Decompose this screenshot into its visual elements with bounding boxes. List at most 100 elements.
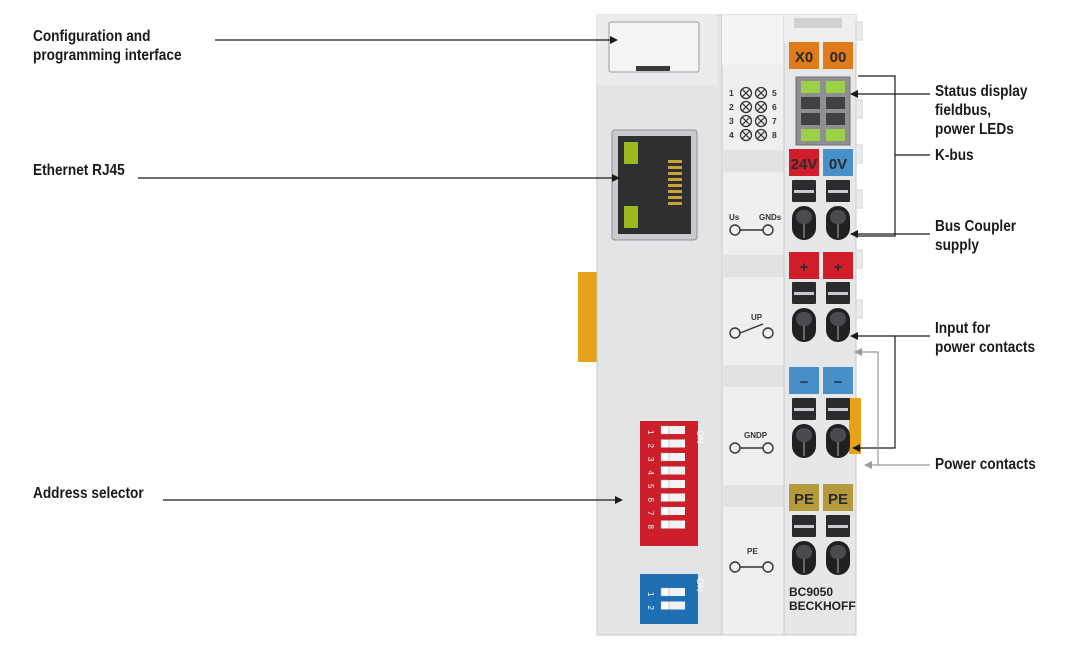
address-dip-number: 5 [646,484,655,489]
label-strip [721,14,785,636]
callout-status-display: Status display fieldbus, power LEDs [935,83,1028,138]
ethernet-led-bottom [624,206,638,228]
spring-clamps [792,180,850,575]
address-dip-lever [661,466,685,475]
ethernet-led-top [624,142,638,164]
led-label-8: 8 [772,130,777,140]
spring-clamp [792,515,816,575]
terminal-tile-x0 [789,42,819,69]
small-dip-number: 2 [646,606,655,611]
status-led [739,100,753,114]
label-up: UP [751,313,763,322]
small-dip-knob [660,601,670,610]
config-interface-cover [608,21,700,73]
status-leds [739,86,768,142]
address-dip-lever [661,426,685,434]
terminal-tile-24v [789,149,819,176]
address-dip-knob [660,479,670,489]
callout-config-interface: Configuration and programming interface [33,28,182,64]
config-interface-slot [636,66,670,71]
callout-address-selector: Address selector [33,485,144,502]
status-led [754,86,768,100]
callout-ethernet: Ethernet RJ45 [33,162,125,179]
terminal-00-label: 00 [830,49,847,66]
small-dip-lever [661,601,685,610]
power-contact-spring [849,398,861,454]
small-dip-switch [640,574,698,624]
led-label-1: 1 [729,88,734,98]
address-dip-knob [660,520,670,529]
terminal-24v-label: 24V [791,156,818,173]
terminal-pe-2-label: PE [828,491,848,508]
address-dip-knob [660,506,670,516]
circuit-symbols [729,224,774,573]
label-us: Us [729,213,740,222]
led-label-5: 5 [772,88,777,98]
small-dip-knob [660,587,670,597]
address-dip-knob [660,439,670,448]
spring-clamp [792,180,816,240]
leader-arrowheads [610,36,860,504]
status-display-leds [801,81,845,141]
address-dip-knob [660,493,670,502]
terminal-tile-00 [823,42,853,69]
address-dip-lever [661,439,685,448]
terminal-minus-2-label: − [834,374,843,391]
label-strip-top [722,15,784,65]
address-dip-knob [660,425,670,435]
led-label-2: 2 [729,102,734,112]
spring-clamp [826,282,850,342]
terminal-plus-1-label: + [800,259,809,276]
label-gnds: GNDs [759,213,782,222]
leader-arrowheads-grey [854,348,872,469]
terminal-0v-label: 0V [829,156,847,173]
small-dip-levers: 12 [646,587,685,611]
spring-clamp [826,398,850,458]
leader-lines [138,39,930,501]
spring-clamp [792,282,816,342]
callout-bus-coupler-supply: Bus Coupler supply [935,218,1017,254]
terminal-plus-2-label: + [834,259,843,276]
address-dip-number: 6 [646,498,655,503]
label-gndp: GNDP [744,431,768,440]
terminal-pe-1-label: PE [794,491,814,508]
terminal-tile-pe-2 [823,484,853,511]
address-dip-knob [660,452,670,462]
callout-power-contacts: Power contacts [935,456,1036,473]
terminal-tile-minus-2 [823,367,853,394]
address-dip-lever [661,493,685,502]
callout-input-power-contacts: Input for power contacts [935,320,1036,356]
terminal-minus-1-label: − [800,374,809,391]
address-dip-number: 8 [646,525,655,530]
side-fins [855,21,863,319]
din-rail-clip [578,272,598,362]
status-led [754,100,768,114]
address-dip-lever [661,520,685,529]
ethernet-contacts [668,160,682,205]
address-dip-number: 3 [646,457,655,462]
address-dip-number: 2 [646,444,655,449]
spring-clamp [826,515,850,575]
brand-logo: BECKHOFF [789,599,856,613]
terminal-tile-plus-2 [823,252,853,279]
small-dip-lever [661,588,685,596]
terminal-tile-minus-1 [789,367,819,394]
address-dip-knob [660,466,670,475]
led-label-3: 3 [729,116,734,126]
terminal-tile-0v [823,149,853,176]
led-label-7: 7 [772,116,777,126]
terminal-tile-pe-1 [789,484,819,511]
address-dip-lever [661,480,685,488]
model-number: BC9050 [789,585,833,599]
callout-kbus: K-bus [935,147,974,164]
status-led [739,114,753,128]
address-dip-on-label: ON [695,430,705,444]
address-dip-lever [661,507,685,515]
terminal-x0-label: X0 [795,49,813,66]
leader-lines-power-contacts [862,351,930,466]
address-dip-number: 7 [646,511,655,516]
small-dip-on-label: ON [695,578,705,592]
leader-input-power [860,335,930,449]
